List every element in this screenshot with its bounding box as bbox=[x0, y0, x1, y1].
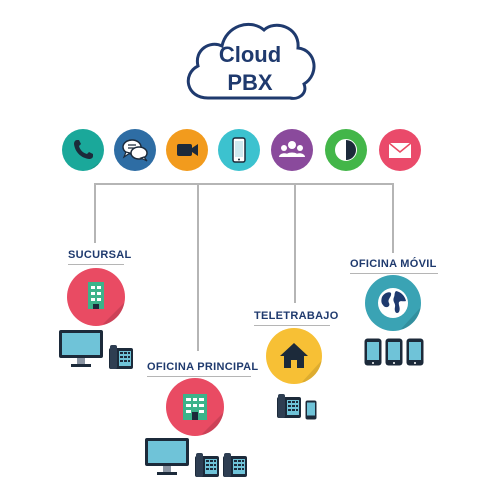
building-icon bbox=[166, 378, 224, 436]
house-icon bbox=[266, 328, 322, 384]
cloud-icon bbox=[186, 22, 316, 100]
globe-icon bbox=[365, 275, 421, 331]
desk-phone-icon bbox=[109, 345, 133, 369]
location-label-oficina-movil: OFICINA MÓVIL bbox=[350, 258, 437, 270]
desk-phone-icon bbox=[223, 453, 247, 477]
smartphone-icon bbox=[218, 129, 260, 171]
contrast-icon bbox=[325, 129, 367, 171]
smartphone-icon bbox=[406, 338, 424, 366]
smartphone-icon bbox=[364, 338, 382, 366]
smartphone-icon bbox=[305, 400, 317, 420]
monitor-icon bbox=[145, 438, 189, 475]
connector-horizontal bbox=[95, 183, 393, 185]
location-label-sucursal: SUCURSAL bbox=[68, 249, 132, 261]
connector-oficina-movil bbox=[392, 183, 394, 253]
label-underline bbox=[68, 264, 124, 265]
label-underline bbox=[254, 325, 330, 326]
group-icon bbox=[271, 129, 313, 171]
smartphone-icon bbox=[385, 338, 403, 366]
phone-icon bbox=[62, 129, 104, 171]
location-label-oficina-principal: OFICINA PRINCIPAL bbox=[147, 361, 259, 373]
video-camera-icon bbox=[166, 129, 208, 171]
connector-sucursal bbox=[94, 183, 96, 243]
connector-teletrabajo bbox=[294, 183, 296, 303]
cloud-title-line2: PBX bbox=[227, 70, 273, 95]
building-icon bbox=[67, 268, 125, 326]
cloud-title-line1: Cloud bbox=[218, 42, 282, 67]
monitor-icon bbox=[59, 330, 103, 367]
connector-oficina-principal bbox=[197, 183, 199, 351]
desk-phone-icon bbox=[195, 453, 219, 477]
mail-icon bbox=[379, 129, 421, 171]
label-underline bbox=[350, 273, 438, 274]
location-label-teletrabajo: TELETRABAJO bbox=[254, 310, 339, 322]
desk-phone-icon bbox=[277, 394, 301, 418]
chat-icon bbox=[114, 129, 156, 171]
label-underline bbox=[147, 376, 251, 377]
